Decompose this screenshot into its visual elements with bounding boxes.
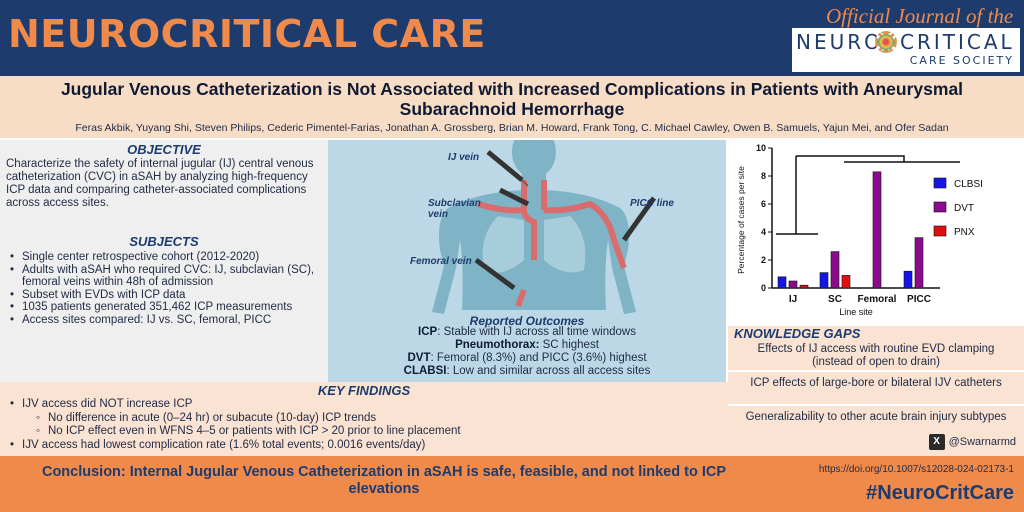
knowledge-gap-item: ICP effects of large-bore or bilateral I… bbox=[750, 377, 1002, 389]
knowledge-gaps-heading: KNOWLEDGE GAPS bbox=[734, 326, 861, 341]
handle-text: @Swarnarmd bbox=[948, 436, 1016, 448]
y-tick-label: 10 bbox=[756, 143, 766, 153]
outcome-pneumothorax: Pneumothorax: SC highest bbox=[328, 339, 726, 352]
knowledge-gaps-panel: KNOWLEDGE GAPS Effects of IJ access with… bbox=[728, 326, 1024, 456]
bar-pnx-ij bbox=[799, 284, 809, 289]
outcome-label: Pneumothorax: bbox=[455, 339, 540, 351]
conclusion-text: Conclusion: Internal Jugular Venous Cath… bbox=[41, 464, 727, 497]
bar-clbsi-picc bbox=[903, 270, 913, 289]
logo-word-neuro: NEURO bbox=[796, 30, 883, 54]
key-findings-panel: KEY FINDINGS IJV access did NOT increase… bbox=[0, 382, 728, 456]
x-axis-title: Line site bbox=[839, 307, 873, 317]
bar-dvt-ij bbox=[788, 280, 798, 289]
title-band: Jugular Venous Catheterization is Not As… bbox=[0, 76, 1024, 138]
outcome-text: : Femoral (8.3%) and PICC (3.6%) highest bbox=[430, 352, 647, 364]
y-tick-label: 6 bbox=[761, 199, 766, 209]
legend-swatch-pnx bbox=[933, 225, 947, 237]
significance-bracket bbox=[776, 188, 818, 235]
bar-pnx-sc bbox=[841, 275, 851, 289]
objective-heading: OBJECTIVE bbox=[127, 142, 201, 157]
logo-word-care-society: CARE SOCIETY bbox=[909, 54, 1014, 67]
list-item: Adults with aSAH who required CVC: IJ, s… bbox=[10, 264, 324, 289]
x-tick-label: IJ bbox=[789, 294, 797, 305]
legend-label-pnx: PNX bbox=[954, 227, 975, 238]
list-item: Subset with EVDs with ICP data bbox=[10, 289, 324, 302]
list-item: No ICP effect even in WFNS 4–5 or patien… bbox=[10, 425, 724, 439]
y-tick-label: 0 bbox=[761, 283, 766, 293]
picc-line-label: PICC line bbox=[630, 198, 674, 209]
knowledge-gap-item: Generalizability to other acute brain in… bbox=[745, 411, 1007, 423]
social-handle[interactable]: X @Swarnarmd bbox=[928, 434, 1016, 450]
ij-vein-label: IJ vein bbox=[448, 152, 480, 163]
list-item: IJV access did NOT increase ICP bbox=[10, 398, 724, 412]
outcome-label: DVT bbox=[407, 352, 431, 364]
catheter-icons bbox=[474, 150, 657, 291]
knowledge-gap-item: Effects of IJ access with routine EVD cl… bbox=[757, 343, 995, 368]
outcomes-heading: Reported Outcomes bbox=[469, 314, 585, 328]
legend-swatch-clbsi bbox=[933, 177, 947, 189]
vein-paths bbox=[477, 180, 627, 308]
brain-logo-icon bbox=[875, 31, 897, 53]
subclavian-vein-label: Subclavian vein bbox=[428, 198, 481, 220]
outcome-label: CLABSI bbox=[403, 365, 447, 377]
subjects-heading: SUBJECTS bbox=[129, 234, 199, 249]
society-logo: NEURO CRITICAL CARE SOCIETY bbox=[792, 28, 1020, 72]
header-banner: NEUROCRITICAL CARE Official Journal of t… bbox=[0, 0, 1024, 76]
logo-word-critical: CRITICAL bbox=[900, 30, 1015, 54]
legend-swatch-dvt bbox=[933, 201, 947, 213]
list-item: Access sites compared: IJ vs. SC, femora… bbox=[10, 314, 324, 327]
journal-tagline: Official Journal of the bbox=[826, 4, 1014, 28]
objective-text: Characterize the safety of internal jugu… bbox=[6, 158, 314, 209]
bar-dvt-sc bbox=[830, 251, 840, 289]
femoral-vein-label: Femoral vein bbox=[410, 256, 472, 267]
key-findings-heading: KEY FINDINGS bbox=[317, 383, 411, 398]
subjects-list: Single center retrospective cohort (2012… bbox=[10, 251, 324, 326]
list-item: IJV access had lowest complication rate … bbox=[10, 439, 724, 453]
outcome-label: ICP bbox=[418, 326, 438, 338]
legend-label-dvt: DVT bbox=[954, 203, 974, 214]
bar-dvt-femoral bbox=[872, 171, 882, 289]
list-item: No difference in acute (0–24 hr) or suba… bbox=[10, 412, 724, 426]
footer-banner: Conclusion: Internal Jugular Venous Cath… bbox=[0, 456, 1024, 512]
outcome-clabsi: CLABSI: Low and similar across all acces… bbox=[328, 365, 726, 378]
author-list: Feras Akbik, Yuyang Shi, Steven Philips,… bbox=[75, 122, 949, 134]
divider bbox=[728, 370, 1024, 372]
outcome-text: SC highest bbox=[539, 339, 599, 351]
article-title: Jugular Venous Catheterization is Not As… bbox=[60, 79, 964, 119]
outcome-text: : Stable with IJ across all time windows bbox=[437, 326, 636, 338]
venous-access-illustration bbox=[432, 140, 657, 314]
y-tick-label: 8 bbox=[761, 171, 766, 181]
outcome-dvt: DVT: Femoral (8.3%) and PICC (3.6%) high… bbox=[328, 352, 726, 365]
x-tick-label: Femoral bbox=[858, 294, 897, 305]
x-tick-label: PICC bbox=[907, 294, 931, 305]
legend-label-clbsi: CLBSI bbox=[954, 179, 983, 190]
outcome-text: : Low and similar across all access site… bbox=[446, 365, 651, 377]
bar-clbsi-sc bbox=[819, 272, 829, 289]
list-item: Single center retrospective cohort (2012… bbox=[10, 251, 324, 264]
outcome-icp: ICP: Stable with IJ across all time wind… bbox=[328, 326, 726, 339]
divider bbox=[728, 404, 1024, 406]
key-findings-list: IJV access did NOT increase ICP No diffe… bbox=[10, 398, 724, 452]
journal-name: NEUROCRITICAL CARE bbox=[8, 12, 486, 56]
objective-subjects-panel: OBJECTIVE Characterize the safety of int… bbox=[0, 140, 328, 382]
x-logo-icon: X bbox=[928, 434, 945, 450]
y-tick-label: 2 bbox=[761, 255, 766, 265]
y-tick-label: 4 bbox=[761, 227, 766, 237]
significance-bracket bbox=[796, 155, 905, 162]
y-axis-title: Percentage of cases per site bbox=[736, 166, 746, 274]
list-item: 1035 patients generated 351,462 ICP meas… bbox=[10, 301, 324, 314]
illustration-panel: IJ vein Subclavian vein PICC line Femora… bbox=[328, 140, 726, 382]
bar-dvt-picc bbox=[914, 237, 924, 289]
hashtag[interactable]: #NeuroCritCare bbox=[866, 482, 1014, 504]
doi-link[interactable]: https://doi.org/10.1007/s12028-024-02173… bbox=[818, 464, 1014, 475]
bar-clbsi-ij bbox=[777, 276, 787, 289]
x-tick-label: SC bbox=[828, 294, 842, 305]
